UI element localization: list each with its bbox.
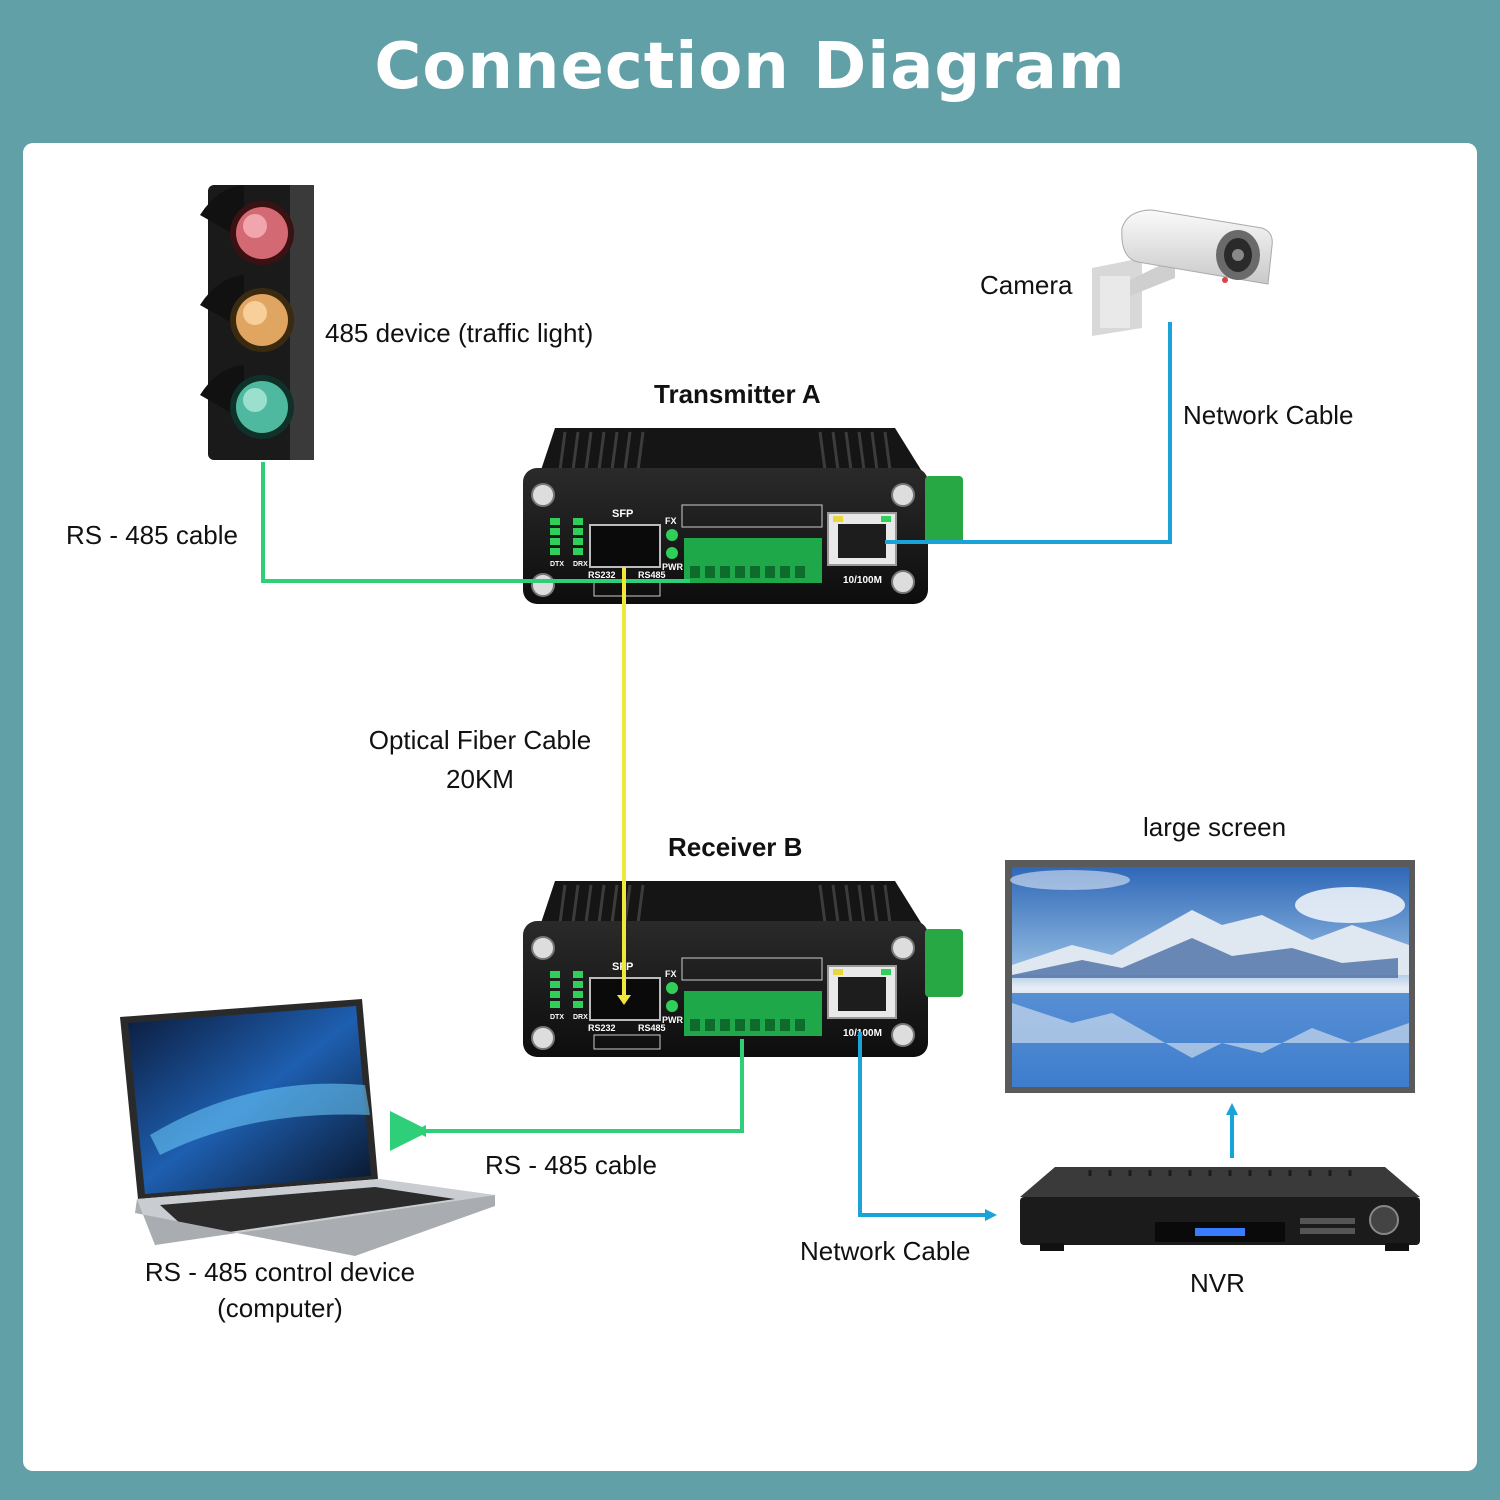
- fiber-cable-label: Optical Fiber Cable: [368, 725, 592, 755]
- large-screen-image: [1005, 860, 1415, 1093]
- transmitter-label: Transmitter A: [654, 379, 821, 409]
- network-cable-top-label: Network Cable: [1183, 400, 1354, 430]
- rs485-cable-bottom: [390, 1039, 744, 1151]
- rx-rs232-label: RS232: [588, 1023, 616, 1033]
- nvr-to-screen-arrow: [1226, 1103, 1238, 1158]
- rx-fx-label: FX: [665, 969, 677, 979]
- network-cable-bottom-label: Network Cable: [800, 1236, 971, 1266]
- rs485-cable-top-label: RS - 485 cable: [66, 520, 238, 550]
- tx-eth-label: 10/100M: [843, 575, 882, 586]
- network-cable-bottom: [858, 1032, 985, 1217]
- tx-dtx-label: DTX: [550, 561, 564, 568]
- computer-sublabel: (computer): [217, 1293, 343, 1323]
- computer-label: RS - 485 control device: [144, 1257, 416, 1287]
- laptop-image: [120, 999, 495, 1256]
- tx-rs485-label: RS485: [638, 570, 666, 580]
- rx-drx-label: DRX: [573, 1014, 588, 1021]
- page-title: Connection Diagram: [374, 30, 1126, 104]
- network-cable-top: [885, 322, 1172, 544]
- rx-dtx-label: DTX: [550, 1014, 564, 1021]
- rs485-cable-top: [261, 462, 690, 583]
- nvr-label: NVR: [1190, 1268, 1245, 1298]
- receiver-device: [523, 881, 963, 1057]
- nvr-image: [1020, 1167, 1420, 1251]
- traffic-light-label: 485 device (traffic light): [325, 318, 594, 348]
- rx-eth-label: 10/100M: [843, 1028, 882, 1039]
- tx-pwr-label: PWR: [662, 562, 683, 572]
- rx-pwr-label: PWR: [662, 1015, 683, 1025]
- camera-label: Camera: [980, 270, 1073, 300]
- receiver-label: Receiver B: [668, 832, 803, 862]
- large-screen-label: large screen: [1143, 812, 1287, 842]
- tx-drx-label: DRX: [573, 561, 588, 568]
- camera-image: [1092, 209, 1273, 336]
- tx-rs232-label: RS232: [588, 570, 616, 580]
- traffic-light-image: [200, 185, 314, 460]
- fiber-distance-label: 20KM: [446, 764, 514, 794]
- rs485-cable-bottom-label: RS - 485 cable: [485, 1150, 657, 1180]
- tx-fx-label: FX: [665, 516, 677, 526]
- tx-sfp-label: SFP: [612, 508, 633, 520]
- rx-rs485-label: RS485: [638, 1023, 666, 1033]
